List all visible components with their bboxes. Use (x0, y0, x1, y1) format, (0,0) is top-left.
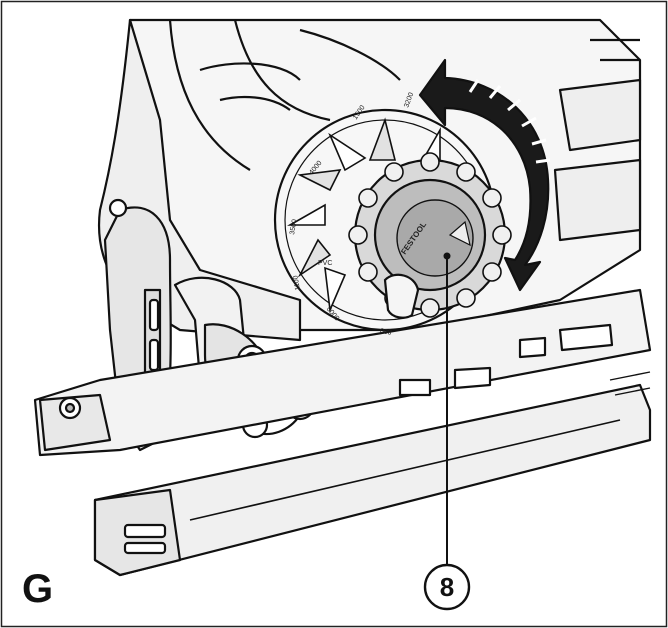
callout-anchor-dot (443, 252, 451, 260)
callout-number: 8 (440, 572, 454, 602)
speed-control-knob: FESTOOL (348, 152, 512, 319)
dial-label-1: 3200 (403, 92, 415, 109)
dial-pvc-symbol: PVC (318, 260, 332, 267)
dial-label-4: 3500 (289, 219, 299, 236)
dial-label-7: 800 (380, 326, 393, 335)
saw-base-plate (33, 288, 652, 577)
callout-circle (423, 563, 471, 611)
rotation-arrow (418, 58, 551, 292)
dial-label-5: 1100 (292, 275, 302, 291)
figure-letter: G (22, 567, 53, 611)
